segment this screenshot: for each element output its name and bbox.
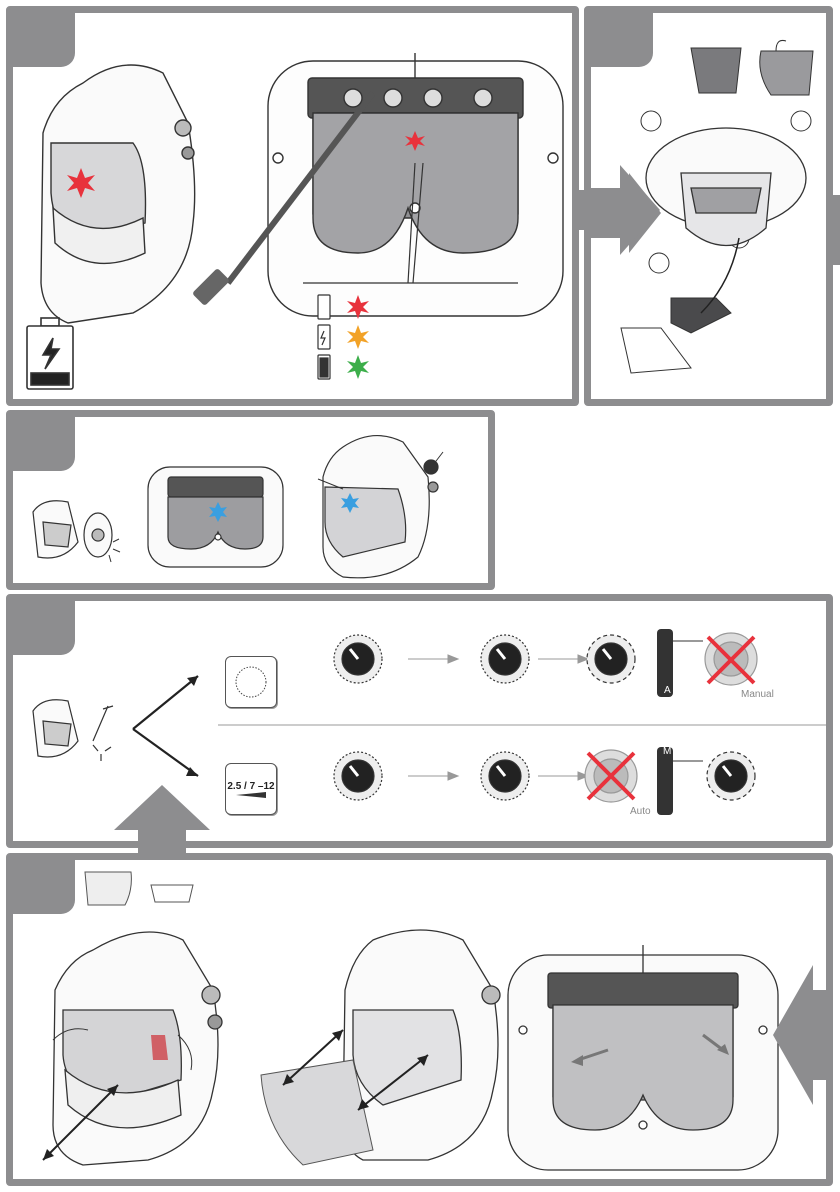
arrow-icon	[133, 676, 198, 729]
knob-icon	[481, 635, 529, 683]
arrow-icon	[112, 785, 212, 860]
helmet-icon	[323, 436, 438, 578]
helmet-icon	[33, 501, 78, 558]
auto-label: Auto	[630, 806, 651, 817]
arrow-icon	[773, 965, 826, 1105]
knob-icon	[707, 752, 755, 800]
wedge-icon	[236, 792, 266, 798]
shade-range-indicator: 2.5 / 7 –12	[225, 763, 277, 815]
knob-icon	[334, 752, 382, 800]
step-tab	[591, 13, 653, 67]
mode-slider-auto-label: A	[664, 685, 671, 696]
inner-lens-icon	[151, 885, 193, 902]
knob-icon	[587, 635, 635, 683]
led-star-icon	[347, 355, 369, 379]
helmet-icon	[33, 700, 78, 757]
torch-icon	[93, 706, 113, 761]
arrow-icon	[538, 655, 588, 663]
edge-arrow-icon	[830, 195, 840, 265]
arrow-icon	[575, 160, 665, 260]
auto-mode-indicator	[225, 656, 277, 708]
knob-icon	[84, 513, 112, 557]
manual-label: Manual	[741, 689, 774, 700]
battery-charging-illustration	[13, 13, 572, 399]
activation-illustration	[13, 417, 488, 583]
outer-lens-illustration	[13, 860, 826, 1179]
activation-panel	[6, 410, 495, 590]
step-tab	[13, 13, 75, 67]
step-marker	[641, 111, 661, 131]
helmet-front-icon	[268, 53, 563, 316]
outer-lens-icon	[261, 1060, 373, 1165]
shade-range-label: 2.5 / 7 –12	[227, 781, 274, 792]
helmet-icon	[53, 932, 222, 1165]
battery-charging-panel	[6, 6, 579, 406]
helmet-icon	[41, 65, 195, 323]
mode-slider-icon	[657, 747, 673, 815]
led-star-icon	[347, 325, 369, 349]
auto-dial-icon	[233, 664, 269, 700]
battery-icon	[27, 318, 73, 389]
battery-status-legend	[318, 295, 330, 379]
step-tab	[13, 860, 75, 914]
step-tab	[13, 417, 75, 471]
arrow-icon	[408, 772, 458, 780]
arrow-icon	[538, 772, 588, 780]
knob-icon	[334, 635, 382, 683]
outer-lens-icon	[85, 872, 131, 905]
arrow-icon	[133, 729, 198, 776]
helmet-icon	[646, 128, 806, 246]
mode-slider-manual-label: M	[663, 746, 671, 757]
step-marker	[791, 111, 811, 131]
knob-icon	[481, 752, 529, 800]
helmet-front-icon	[508, 945, 778, 1170]
outer-lens-panel	[6, 853, 833, 1186]
arrow-icon	[408, 655, 458, 663]
arrow-icon	[776, 40, 786, 51]
